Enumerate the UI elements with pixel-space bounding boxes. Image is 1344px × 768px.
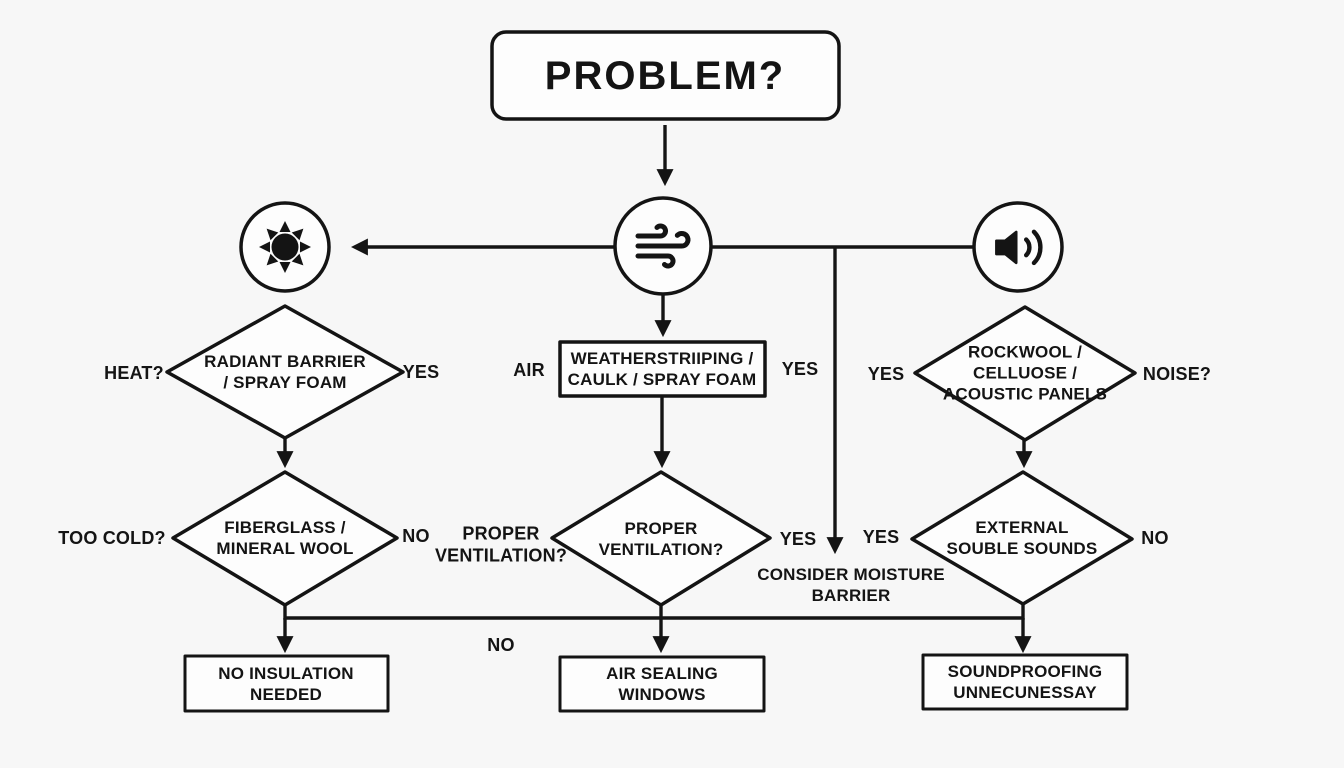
air-node1-label: WEATHERSTRIIPING / CAULK / SPRAY FOAM [567,348,757,389]
speaker-circle [972,201,1064,293]
noise-node1-diamond [913,305,1137,442]
problem-title: PROBLEM? [544,54,786,98]
noise-node1-label: ROCKWOOL / CELLUOSE / ACOUSTIC PANELS [942,342,1108,404]
noise-yes2-label: YES [862,526,900,547]
heat-node2-label: FIBERGLASS / MINERAL WOOL [216,517,354,558]
vent-question-label: PROPER VENTILATION? [434,523,568,566]
noise-no-label: NO [1141,527,1169,548]
noise-node2-diamond [910,470,1134,606]
heat-question-label: HEAT? [104,362,164,383]
problem-box [490,30,841,121]
air-node2-label: PROPER VENTILATION? [598,518,724,559]
noise-node2-label: EXTERNAL SOUBLE SOUNDS [946,517,1098,558]
heat-result-box [183,654,390,713]
heat-node1-label: RADIANT BARRIER / SPRAY FOAM [204,351,366,392]
air-yes2-label: YES [779,528,817,549]
too-cold-label: TOO COLD? [58,527,166,548]
air-node2-diamond [550,470,772,607]
noise-yes-label: YES [867,363,905,384]
bottom-no-label: NO [487,634,515,655]
air-result-box [558,655,766,713]
heat-node2-diamond [171,470,399,607]
heat-no-label: NO [402,525,430,546]
noise-result-label: SOUNDPROOFING UNNECUNESSAY [947,661,1103,702]
air-node1-box [558,340,767,398]
noise-result-box [921,653,1129,711]
speaker-icon [995,229,1043,266]
air-yes-label: YES [781,358,819,379]
heat-yes-label: YES [402,361,440,382]
air-result-label: AIR SEALING WINDOWS [606,663,718,704]
heat-node1-diamond [165,304,405,440]
moisture-note-label: CONSIDER MOISTURE BARRIER [757,564,945,605]
air-label: AIR [513,359,545,380]
heat-result-label: NO INSULATION NEEDED [218,663,354,704]
wind-icon [635,223,691,269]
sun-icon [259,221,311,273]
noise-question-label: NOISE? [1142,363,1212,384]
